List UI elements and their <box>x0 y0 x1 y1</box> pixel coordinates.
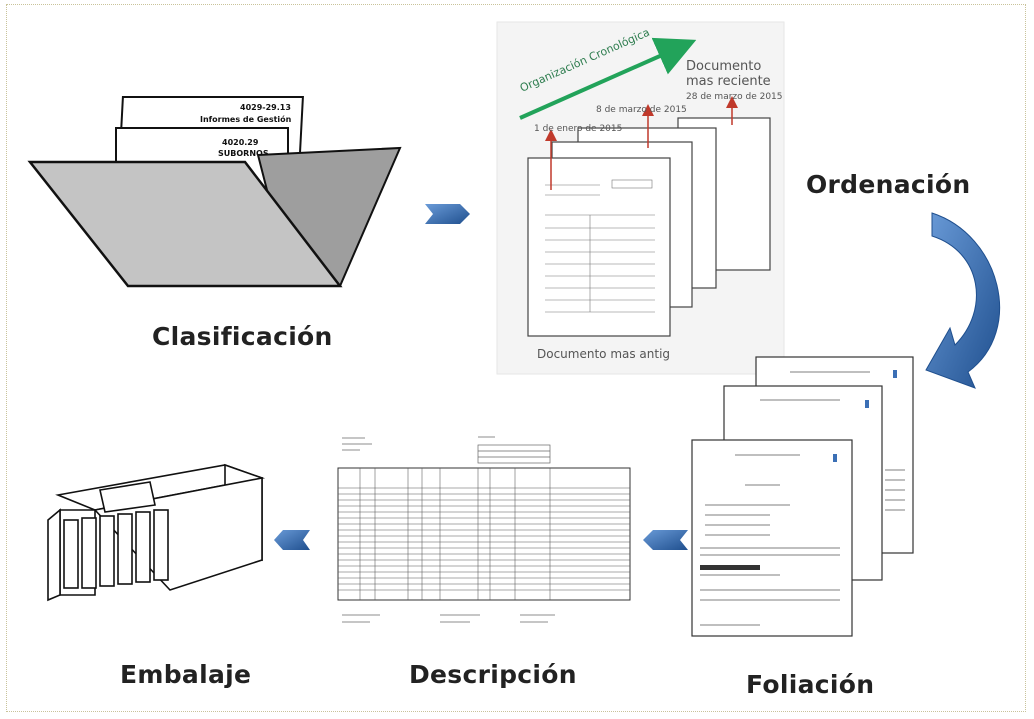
ordenacion-newest-line1: Documento <box>686 59 761 74</box>
chevron-left-icon <box>274 530 310 550</box>
chevron-left-icon <box>643 530 688 550</box>
step-label-ordenacion: Ordenación <box>806 170 971 199</box>
dotted-frame <box>6 4 1026 712</box>
folder-doc-back-code: 4029-29.13 <box>240 103 291 112</box>
ordenacion-old-date: 1 de enero de 2015 <box>534 124 622 134</box>
folder-doc-front-code: 4020.29 <box>222 138 259 147</box>
folder-icon: 4029-29.13 Informes de Gestión 4020.29 S… <box>27 96 402 288</box>
ordenacion-oldest-label: Documento mas antig <box>537 347 670 361</box>
step-label-foliacion: Foliación <box>746 670 875 699</box>
step-label-clasificacion: Clasificación <box>152 322 333 351</box>
ordenacion-newest-line2: mas reciente <box>686 74 771 89</box>
ordenacion-illustration: Organización Cronológica Documento mas r… <box>496 21 785 375</box>
foliacion-illustration <box>691 356 914 637</box>
step-label-embalaje: Embalaje <box>120 660 252 689</box>
ordenacion-mid-date: 8 de marzo de 2015 <box>596 105 687 115</box>
folder-doc-back-title: Informes de Gestión <box>200 114 292 124</box>
chevron-right-icon <box>425 204 470 224</box>
descripcion-illustration <box>337 436 631 623</box>
ordenacion-newest-date: 28 de marzo de 2015 <box>686 92 783 102</box>
curved-arrow-icon <box>925 212 1001 389</box>
folder-doc-front-title: SUBORNOS <box>218 149 269 158</box>
step-label-descripcion: Descripción <box>409 660 577 689</box>
archive-box-icon <box>47 463 266 602</box>
